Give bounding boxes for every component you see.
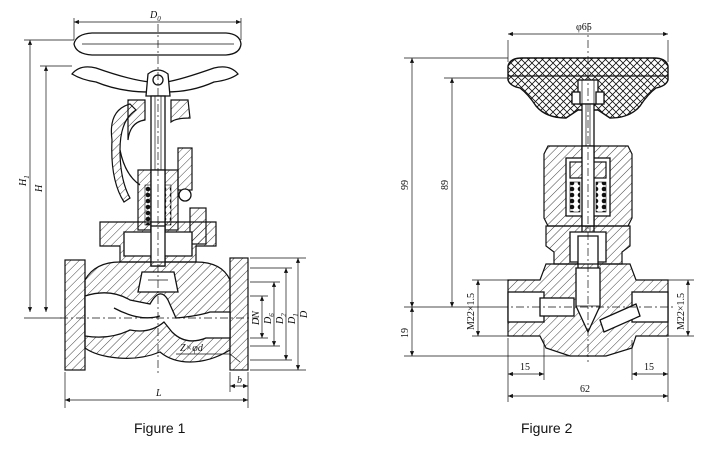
d0-label: D0 [149,10,161,23]
handwheel [71,32,242,97]
h-label: H [34,184,45,193]
figure-1-globe-valve: D0 H1 H DN D6 D2 D1 D Z×φd L b Figure 1 [18,10,310,436]
d6-label: D6 [263,313,276,325]
wheel-diameter-label: φ65 [576,22,592,33]
figure-1-dimensions [24,18,306,408]
height-stem-label: 89 [440,180,451,190]
height-total-label: 99 [400,180,411,190]
d1-label: D1 [287,313,300,325]
figure-2-dimensions [404,31,694,402]
bolt-label: Z×φd [180,343,204,354]
d-label: D [299,310,310,319]
width-total-label: 62 [580,384,590,395]
figure-2-caption: Figure 2 [521,420,573,436]
thread-right-label: M22×1.5 [676,293,687,330]
d2-label: D2 [275,313,288,325]
valve-body [507,263,669,357]
l-label: L [155,388,162,399]
yoke [110,99,191,203]
h1-label: H1 [18,175,31,187]
figure-2-needle-valve: φ65 99 89 19 M22×1.5 M22×1.5 15 15 62 Fi… [400,22,694,436]
width-right-label: 15 [644,362,654,373]
b-label: b [237,375,242,386]
thread-left-label: M22×1.5 [466,293,477,330]
figure-1-caption: Figure 1 [134,420,186,436]
valve-body [60,24,258,376]
dn-label: DN [251,310,262,326]
height-base-label: 19 [400,328,411,338]
width-left-label: 15 [520,362,530,373]
